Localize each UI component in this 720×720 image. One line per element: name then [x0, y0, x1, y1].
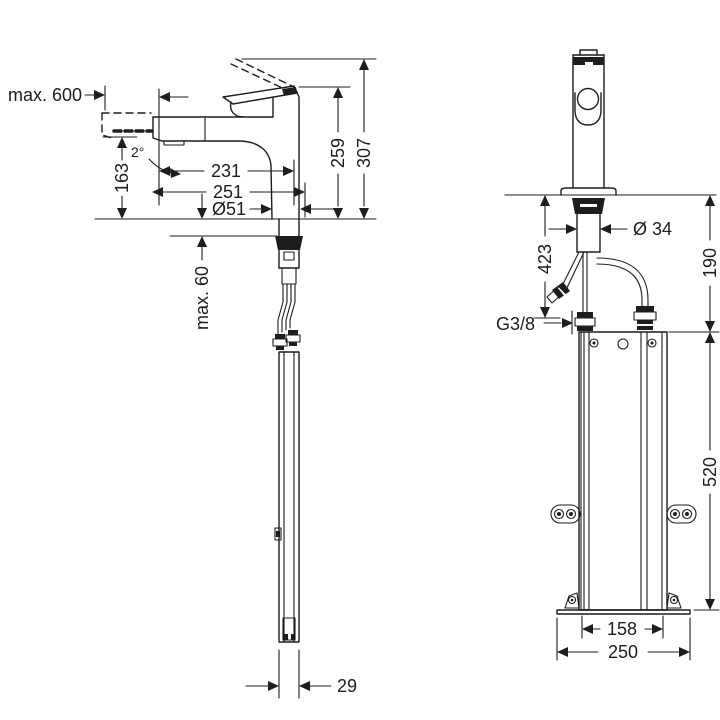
- dim-423-label: 423: [535, 244, 555, 274]
- dim-29-label: 29: [337, 676, 357, 696]
- dim-shank-diameter: Ø 34: [548, 219, 672, 239]
- dim-box-height-520: 520: [693, 332, 720, 611]
- lever-raised-dashed: [230, 58, 295, 92]
- pullout-head-extended-dashed: [101, 112, 154, 139]
- dim-158-label: 158: [607, 619, 637, 639]
- mounting-shank: [572, 198, 605, 253]
- connection-hoses: [546, 251, 657, 331]
- dim-max-counter-thickness: max. 60: [169, 193, 278, 330]
- faucet-column: [560, 49, 617, 196]
- dim-190-label: 190: [700, 248, 720, 278]
- dim-base-diameter: Ø51: [212, 199, 335, 219]
- box-center-hole: [617, 338, 629, 350]
- dim-box-width-158: 158: [581, 615, 664, 639]
- faucet-body: [152, 89, 300, 220]
- dim-height-307: 307: [241, 58, 377, 219]
- spray-head-front: [576, 87, 600, 111]
- dim-307-label: 307: [354, 138, 374, 168]
- dim-spout-angle: 2°: [131, 144, 181, 178]
- dim-g38-label: G3/8: [496, 314, 535, 334]
- dim-projection-251: 251: [152, 182, 306, 218]
- dim-guide-width: 29: [245, 649, 357, 699]
- dim-projection-231: 231: [159, 159, 295, 206]
- dim-height-259: 259: [298, 86, 351, 219]
- dim-250-label: 250: [608, 642, 638, 662]
- shank-and-hoses: [272, 218, 303, 350]
- front-view: Ø 34 423 G3/8 190: [496, 49, 720, 662]
- dim-height-163: 163: [102, 136, 138, 219]
- side-clips: [550, 504, 697, 524]
- dim-251-label: 251: [213, 182, 243, 202]
- dim-depth-190: 190: [668, 195, 720, 333]
- dim-o51-label: Ø51: [212, 199, 246, 219]
- hose-guide-tube: [274, 351, 300, 643]
- dim-163-label: 163: [112, 163, 132, 193]
- dim-thread: G3/8: [496, 310, 573, 335]
- dim-plate-width-250: 250: [556, 617, 691, 662]
- dim-max-pullout: max. 600: [8, 85, 189, 206]
- dim-max60-label: max. 60: [192, 266, 212, 330]
- dim-259-label: 259: [328, 138, 348, 168]
- dim-max-pullout-label: max. 600: [8, 85, 82, 105]
- base-plate: [556, 592, 691, 615]
- lever-handle: [222, 85, 298, 105]
- dim-angle-label: 2°: [131, 144, 144, 160]
- dim-231-label: 231: [211, 161, 241, 181]
- dim-o34-label: Ø 34: [633, 219, 672, 239]
- side-view: max. 600 163 2° 231: [8, 58, 377, 699]
- dim-hose-length-423: 423: [533, 195, 561, 319]
- mounting-box: [578, 331, 668, 611]
- dim-520-label: 520: [700, 457, 720, 487]
